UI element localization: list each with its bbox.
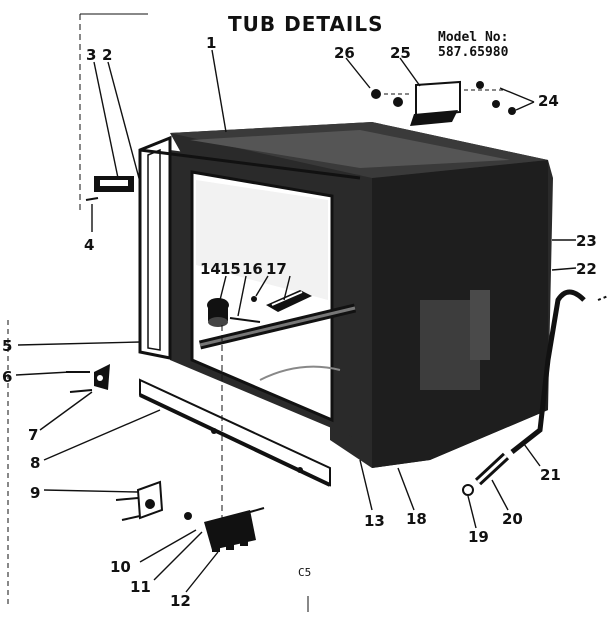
callout-24: 24 [538,92,559,110]
callout-22: 22 [576,260,597,278]
callout-labels: 1 2 3 4 5 6 7 8 9 10 11 12 13 14 15 16 1… [2,34,597,610]
callout-15: 15 [220,260,241,278]
model-number: 587.65980 [438,45,509,60]
guide-lines [7,13,309,612]
model-label: Model No: [438,30,509,45]
callout-13: 13 [364,512,385,530]
top-bracket [371,80,516,126]
callout-1: 1 [206,34,216,52]
callout-6: 6 [2,368,12,386]
callout-18: 18 [406,510,427,528]
figure-code: C5 [298,566,312,579]
tub-opening [170,150,360,440]
callout-12: 12 [170,592,191,610]
callout-5: 5 [2,337,12,355]
model-number-block: Model No: 587.65980 [438,30,508,60]
callout-21: 21 [540,466,561,484]
callout-10: 10 [110,558,131,576]
callout-11: 11 [130,578,151,596]
callout-20: 20 [502,510,523,528]
switch-assembly [184,507,265,552]
callout-4: 4 [84,236,94,254]
hardware [66,197,164,521]
callout-16: 16 [242,260,263,278]
callout-25: 25 [390,44,411,62]
callout-19: 19 [468,528,489,546]
front-rail [139,378,331,487]
callout-26: 26 [334,44,355,62]
callout-3: 3 [86,46,96,64]
callout-14: 14 [200,260,221,278]
front-frame [94,135,361,360]
callout-7: 7 [28,426,38,444]
diagram-title: TUB DETAILS [228,12,384,36]
callout-9: 9 [30,484,40,502]
leader-lines [15,49,577,593]
callout-23: 23 [576,232,597,250]
callout-17: 17 [266,260,287,278]
callout-8: 8 [30,454,40,472]
hose [462,289,608,496]
callout-2: 2 [102,46,112,64]
